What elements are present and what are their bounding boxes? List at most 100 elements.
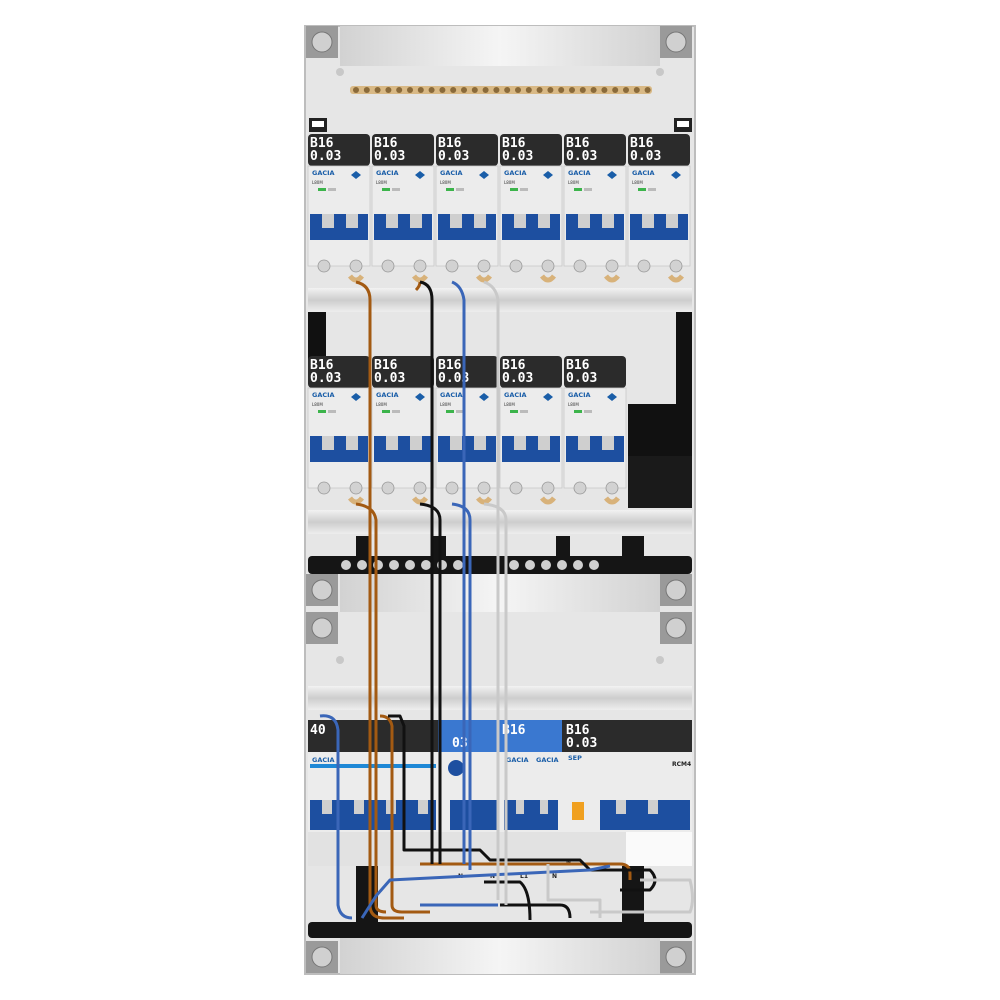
terminal-screw	[573, 259, 587, 273]
breaker-toggle[interactable]	[374, 214, 432, 240]
breaker-leak: 0.03	[374, 371, 405, 386]
breaker-leak: 0.03	[630, 149, 661, 164]
brand-diamond-icon	[479, 171, 489, 179]
toggle-slot	[474, 436, 486, 450]
busbar-screw	[453, 560, 463, 570]
terminal-screw	[573, 481, 587, 495]
rcd-test-button[interactable]	[448, 760, 464, 776]
busbar-hole	[461, 87, 467, 93]
breaker-toggle[interactable]	[438, 436, 496, 462]
busbar-hole	[417, 87, 424, 93]
wire-grey	[590, 878, 694, 914]
breaker-toggle[interactable]	[630, 214, 688, 240]
busbar-screw	[541, 560, 551, 570]
main-toggle-slot	[322, 800, 332, 814]
toggle-slot	[450, 214, 462, 228]
breaker-toggle[interactable]	[502, 436, 560, 462]
comb-busbar	[540, 274, 556, 283]
breaker-leak: 0.03	[310, 149, 341, 164]
busbar-hole	[439, 87, 446, 93]
brand-diamond-icon	[479, 393, 489, 401]
main-toggle-slot	[354, 800, 364, 814]
breaker-brand: GACIA	[568, 169, 591, 177]
brand-diamond-icon	[607, 393, 617, 401]
toggle-slot	[538, 214, 550, 228]
b16-rating: B16	[502, 723, 526, 738]
breaker-brand: GACIA	[312, 391, 335, 399]
busbar-hole	[428, 87, 435, 93]
terminal-label: N	[552, 873, 557, 880]
wire-blue	[319, 714, 353, 920]
breaker-head	[564, 356, 626, 388]
top-cover	[340, 26, 660, 66]
breaker-rating: B16	[630, 136, 654, 151]
breaker-rating: B16	[438, 136, 462, 151]
mounting-hole	[656, 68, 664, 76]
wire-brown	[379, 714, 430, 914]
wire-brown	[355, 502, 387, 914]
breaker-toggle[interactable]	[438, 214, 496, 240]
terminal-screw	[605, 259, 619, 273]
breaker-toggle[interactable]	[566, 436, 624, 462]
terminal-screw	[477, 259, 491, 273]
rcm-rating: B16	[566, 723, 590, 738]
screw-icon	[665, 579, 687, 601]
busbar-screw	[389, 560, 399, 570]
pe-busbar	[350, 86, 652, 94]
busbar-hole	[612, 87, 619, 93]
terminal-screw	[349, 481, 363, 495]
toggle-slot	[322, 214, 334, 228]
screw-icon	[665, 617, 687, 639]
breaker-row-3: 40 03 B16 B16 0.03 GACIA GACIA GACIA SEP…	[308, 720, 692, 880]
status-indicator	[648, 188, 656, 191]
pe-busbar-holes	[353, 87, 651, 93]
middle-cover	[340, 574, 660, 612]
toggle-slot	[514, 214, 526, 228]
status-indicator	[382, 188, 390, 191]
breaker-leak: 0.03	[438, 371, 469, 386]
status-indicator	[584, 188, 592, 191]
breaker-toggle[interactable]	[502, 214, 560, 240]
breaker-toggle[interactable]	[566, 214, 624, 240]
side-terminal-block	[628, 404, 692, 458]
wire-grey	[546, 864, 602, 918]
breaker-model: L80M	[440, 402, 451, 407]
corner-screws	[306, 26, 692, 973]
busbar-hole	[547, 87, 554, 93]
rcm-toggle[interactable]	[600, 800, 690, 830]
breaker-head	[308, 356, 370, 388]
rcd-toggle[interactable]	[450, 800, 498, 830]
busbar-hole	[536, 87, 543, 93]
breaker-toggle[interactable]	[374, 436, 432, 462]
terminal-screw	[349, 259, 363, 273]
busbar-hole	[569, 87, 575, 93]
busbar-screw	[341, 560, 351, 570]
toggle-slot	[578, 214, 590, 228]
busbar-screw	[509, 560, 519, 570]
busbar-hole	[353, 87, 359, 93]
breaker-brand: GACIA	[312, 169, 335, 177]
breaker-brand: GACIA	[632, 169, 655, 177]
b16-toggle[interactable]	[504, 800, 558, 830]
breaker-model: L80M	[632, 180, 643, 185]
bottom-cover	[340, 936, 660, 974]
toggle-slot	[410, 214, 422, 228]
main-breaker-brand: GACIA	[312, 756, 335, 764]
main-toggle-slot	[418, 800, 428, 814]
busbar-hole	[407, 87, 413, 93]
breaker-toggle[interactable]	[310, 436, 368, 462]
wire-black	[388, 714, 657, 892]
breaker-toggle[interactable]	[310, 214, 368, 240]
